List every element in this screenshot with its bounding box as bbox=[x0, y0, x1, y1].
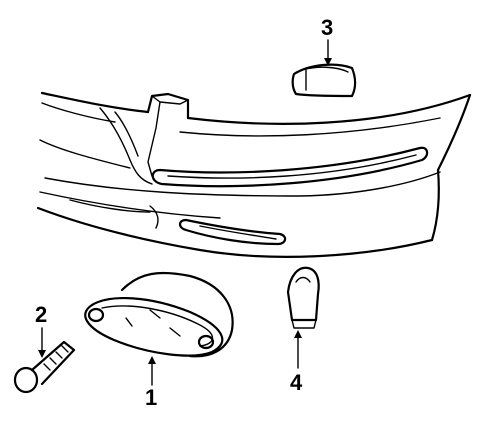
callout-4: 4 bbox=[290, 370, 303, 395]
callout-1: 1 bbox=[145, 385, 157, 410]
callout-2: 2 bbox=[35, 302, 47, 327]
part-4-bulb bbox=[286, 266, 320, 329]
callout-3: 3 bbox=[321, 15, 333, 40]
leader-lines bbox=[38, 39, 332, 386]
bumper-cover bbox=[36, 91, 472, 258]
part-2-screw bbox=[13, 340, 76, 394]
part-1-lamp-assembly bbox=[84, 271, 234, 358]
part-3-insert bbox=[291, 63, 357, 98]
